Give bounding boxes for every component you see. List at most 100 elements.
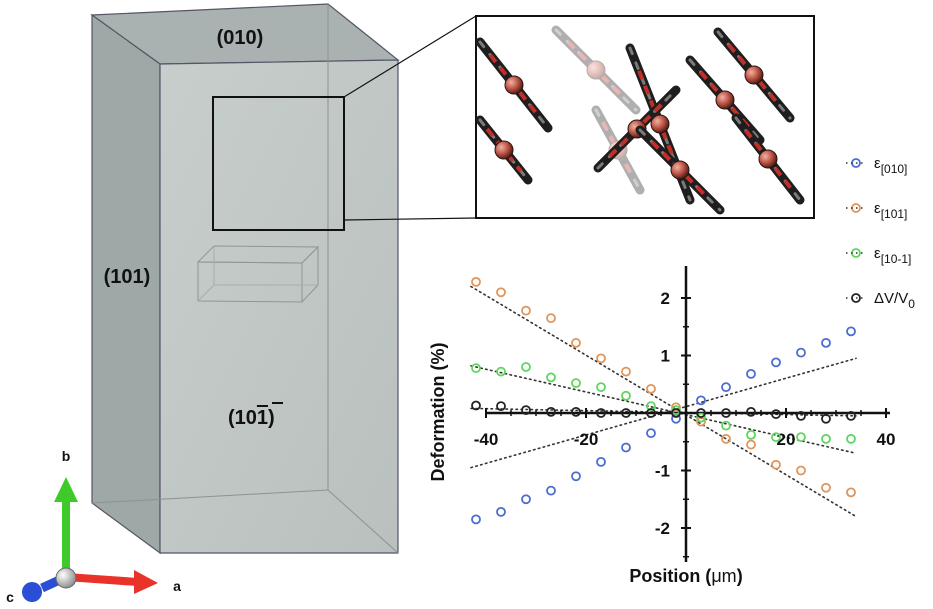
data-point-series-0	[471, 514, 481, 525]
data-point-series-1	[596, 353, 606, 364]
legend-label-1: ε[101]	[874, 200, 907, 221]
data-point-series-3	[796, 410, 806, 421]
data-point-series-3	[721, 408, 731, 418]
data-point-series-2	[671, 405, 681, 416]
data-point-series-0	[746, 368, 756, 379]
crystal-face-front	[159, 59, 399, 554]
crystal-block: (010) (101) (101)	[90, 3, 477, 555]
data-point-series-2	[646, 401, 656, 412]
axis-a-arrowhead	[134, 570, 158, 594]
axis-triad: b a c	[6, 448, 181, 605]
data-point-series-1	[746, 439, 756, 450]
y-ticks: 2 1 -1 -2	[655, 289, 691, 558]
data-point-series-0	[721, 382, 731, 393]
data-point-series-2	[596, 382, 606, 393]
data-point-series-0	[846, 326, 856, 337]
molecule-rod-2	[551, 25, 641, 115]
face-label-front-close: )	[268, 407, 275, 429]
data-point-series-2	[796, 432, 806, 443]
molecule-rod-1	[476, 115, 533, 185]
data-point-series-1	[796, 465, 806, 476]
axis-b-label: b	[62, 448, 71, 464]
data-point-series-1	[571, 337, 581, 348]
data-point-series-3	[646, 408, 656, 418]
face-label-front-main: (10	[228, 407, 257, 429]
y-tick-label: -1	[655, 462, 670, 481]
data-point-series-1	[521, 305, 531, 316]
zoom-region-outline	[212, 96, 345, 231]
data-point-series-3	[596, 408, 606, 418]
face-label-top: (010)	[217, 27, 264, 49]
data-point-series-3	[746, 406, 756, 417]
x-axis-label: Position (μm)	[629, 566, 742, 586]
data-point-series-3	[546, 406, 556, 417]
legend-label-0: ε[010]	[874, 155, 907, 176]
data-point-series-3	[471, 400, 481, 411]
data-points	[471, 276, 856, 525]
data-point-series-1	[771, 459, 781, 470]
data-point-series-3	[671, 408, 681, 418]
fit-line-series-1	[470, 285, 857, 518]
molecular-inset	[475, 15, 815, 219]
molecule-rod-8	[713, 27, 795, 123]
data-point-series-1	[721, 433, 731, 444]
data-point-series-1	[496, 287, 506, 298]
data-point-series-0	[521, 494, 531, 505]
face-label-front: (101)	[228, 402, 283, 429]
legend: ε[010]ε[101]ε[10-1]ΔV/V0	[846, 155, 915, 311]
axis-c-head	[22, 582, 42, 602]
data-point-series-0	[571, 471, 581, 482]
svg-text:(101): (101)	[228, 407, 275, 429]
fit-line-series-2	[470, 365, 857, 455]
data-point-series-1	[621, 366, 631, 377]
data-point-series-1	[821, 482, 831, 493]
data-point-series-3	[571, 406, 581, 417]
axis-a-label: a	[173, 578, 181, 594]
data-point-series-0	[821, 337, 831, 348]
y-axis-label: Deformation (%)	[428, 342, 448, 481]
data-point-series-1	[471, 276, 481, 287]
axis-a-arrow	[65, 573, 139, 586]
data-point-series-1	[646, 383, 656, 394]
y-tick-label: 2	[661, 289, 670, 308]
data-point-series-2	[571, 378, 581, 389]
data-point-series-2	[621, 390, 631, 401]
y-tick-label: -2	[655, 519, 670, 538]
deformation-chart: -40 -20 20 40 2 1 -1 -2 Position (μm) Deformat…	[428, 155, 915, 586]
data-point-series-0	[496, 506, 506, 517]
data-point-series-3	[521, 405, 531, 416]
fit-lines	[470, 285, 857, 518]
data-point-series-0	[696, 395, 706, 406]
x-tick-label: -20	[574, 430, 599, 449]
axis-c-label: c	[6, 589, 14, 605]
data-point-series-2	[771, 432, 781, 443]
data-point-series-1	[846, 487, 856, 498]
data-point-series-3	[771, 409, 781, 420]
data-point-series-2	[846, 433, 856, 444]
data-point-series-3	[496, 401, 506, 412]
data-point-series-2	[546, 372, 556, 383]
x-tick-label: 40	[877, 430, 896, 449]
axis-b-arrowhead	[54, 477, 78, 502]
data-point-series-0	[546, 485, 556, 496]
data-point-series-3	[621, 408, 631, 418]
data-point-series-0	[596, 456, 606, 467]
data-point-series-2	[521, 362, 531, 372]
molecule-rod-9	[731, 113, 805, 205]
x-tick-label: -40	[474, 430, 499, 449]
data-point-series-2	[721, 420, 731, 431]
y-tick-label: 1	[661, 347, 670, 366]
face-label-front-bar: 1	[257, 407, 268, 429]
data-point-series-2	[696, 412, 706, 423]
sample-volume-wireframe	[196, 245, 320, 303]
data-point-series-3	[846, 410, 856, 421]
x-tick-label: 20	[777, 430, 796, 449]
data-point-series-2	[746, 429, 756, 440]
molecule-rod-0	[476, 37, 553, 133]
data-point-series-3	[696, 408, 706, 418]
data-point-series-0	[796, 347, 806, 358]
fit-line-series-3	[470, 407, 857, 417]
data-point-series-2	[821, 433, 831, 444]
data-point-series-0	[771, 357, 781, 368]
